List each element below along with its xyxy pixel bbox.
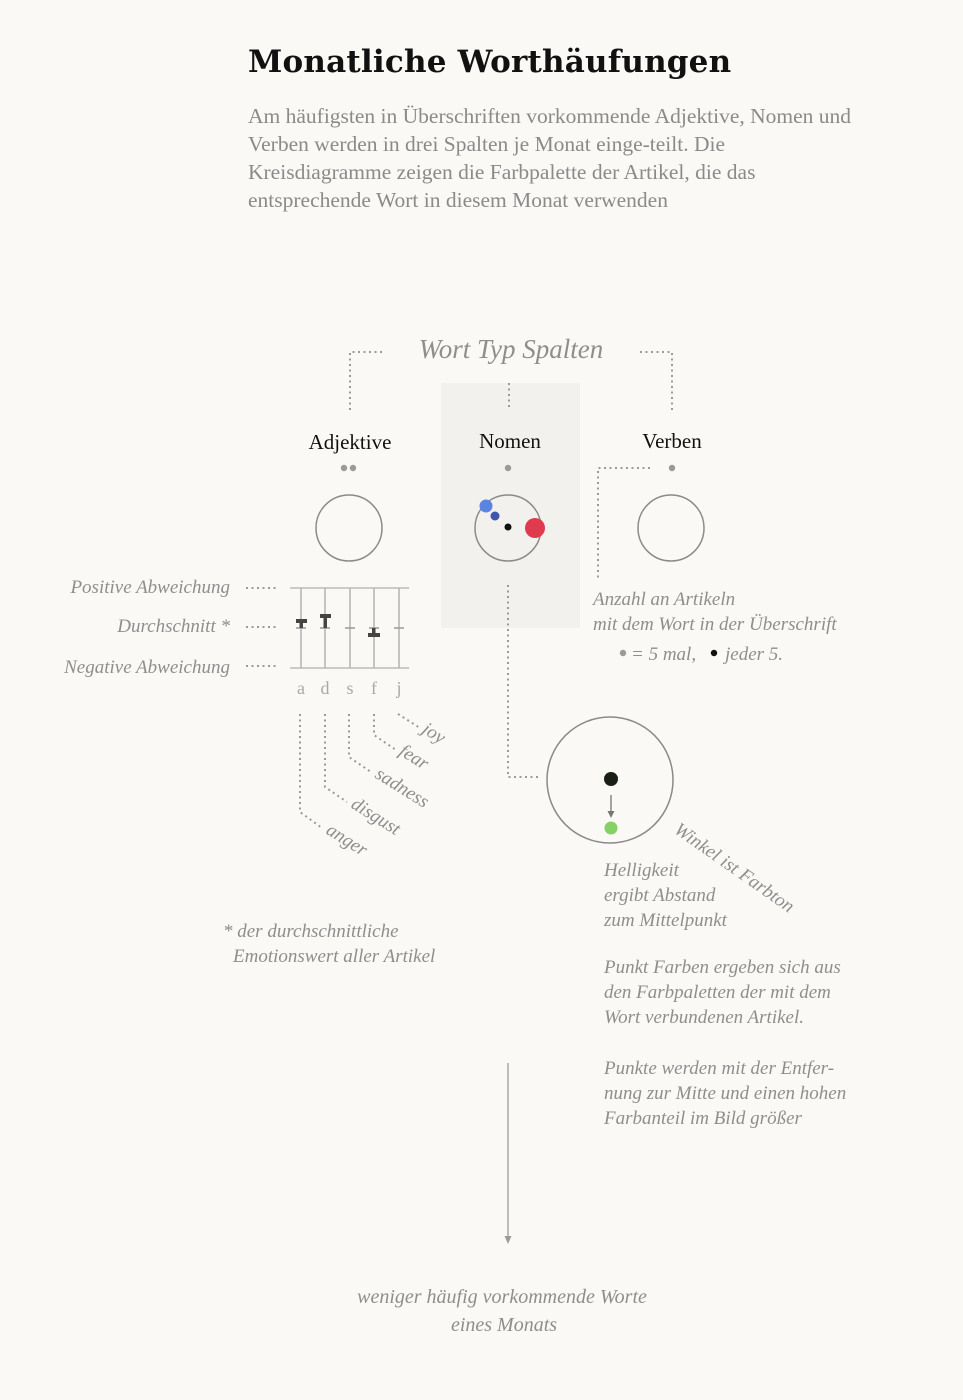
nomen-highlight [441,383,580,628]
count-note-line1: Anzahl an Artikeln [591,589,735,610]
column-header-adjektive: Adjektive [309,430,392,454]
emotion-letter-d: d [321,678,330,698]
color-dot-red [525,518,545,538]
verben-color-circle [637,494,705,562]
leader-joy [397,713,421,729]
emotion-bars [290,587,409,669]
label-positive-deviation: Positive Abweichung [69,577,230,598]
zoom-center-dot [604,772,618,786]
color-dot-blue [479,499,493,513]
color-note-line1: Punkt Farben ergeben sich aus [603,957,841,978]
emotion-name-fear: fear [395,740,433,774]
caption-bracket-right [640,351,673,410]
count-dot [504,464,512,472]
zoom-arrow-head [607,811,615,818]
column-header-nomen: Nomen [479,429,541,453]
bottom-note-line1: weniger häufig vorkommende Worte [357,1286,647,1308]
caption-bracket-left [349,351,382,410]
legend-grey-label: = 5 mal, [631,644,696,665]
down-arrow-head [504,1236,512,1244]
adjektive-color-circle [315,494,383,562]
emotion-letter-j: j [395,678,401,698]
label-average: Durchschnitt * [116,616,230,637]
brightness-note-line3: zum Mittelpunkt [603,910,728,931]
emotion-letter-s: s [346,678,353,698]
zoomed-color-circle [546,716,674,844]
color-note-line2: den Farbpaletten der mit dem [604,982,831,1003]
zoom-green-dot [604,821,618,835]
count-dot [340,464,348,472]
count-note-line2: mit dem Wort in der Überschrift [593,614,837,635]
legend-grey-dot [619,649,627,657]
legend-black-dot [710,649,718,657]
emotion-letter-a: a [297,678,305,698]
color-dot-black [504,523,512,531]
color-note-line3: Wort verbundenen Artikel. [604,1007,804,1028]
brightness-note-line2: ergibt Abstand [604,885,716,906]
page-title: Monatliche Worthäufungen [248,44,732,80]
leader-fear [373,714,397,751]
count-note-connector [597,467,650,578]
size-note-line2: nung zur Mitte und einen hohen [604,1083,846,1104]
bottom-note-line2: eines Monats [451,1314,557,1336]
label-negative-deviation: Negative Abweichung [63,657,230,678]
footnote-line2: Emotionswert aller Artikel [232,946,435,967]
emotion-name-joy: joy [416,717,450,749]
leader-disgust [324,714,348,803]
brightness-note-line1: Helligkeit [603,860,680,881]
footnote-line1: * der durchschnittliche [223,921,399,942]
leader-sadness [348,714,372,773]
emotion-name-anger: anger [322,819,371,861]
emotion-letter-f: f [371,678,377,698]
column-header-verben: Verben [642,429,702,453]
size-note-line3: Farbanteil im Bild größer [603,1108,803,1129]
deviation-fear-stem [372,628,376,636]
count-dot [668,464,676,472]
leader-anger [299,714,323,829]
column-caption: Wort Typ Spalten [419,334,604,364]
legend-black-label: jeder 5. [722,644,783,665]
count-dot [349,464,357,472]
deviation-anger-stem [299,619,303,628]
size-note-line1: Punkte werden mit der Entfer- [603,1058,834,1079]
intro-text: Am häufigsten in Überschriften vorkommen… [248,104,852,212]
deviation-disgust-stem [323,614,327,628]
color-dot-darkblue [490,511,500,521]
